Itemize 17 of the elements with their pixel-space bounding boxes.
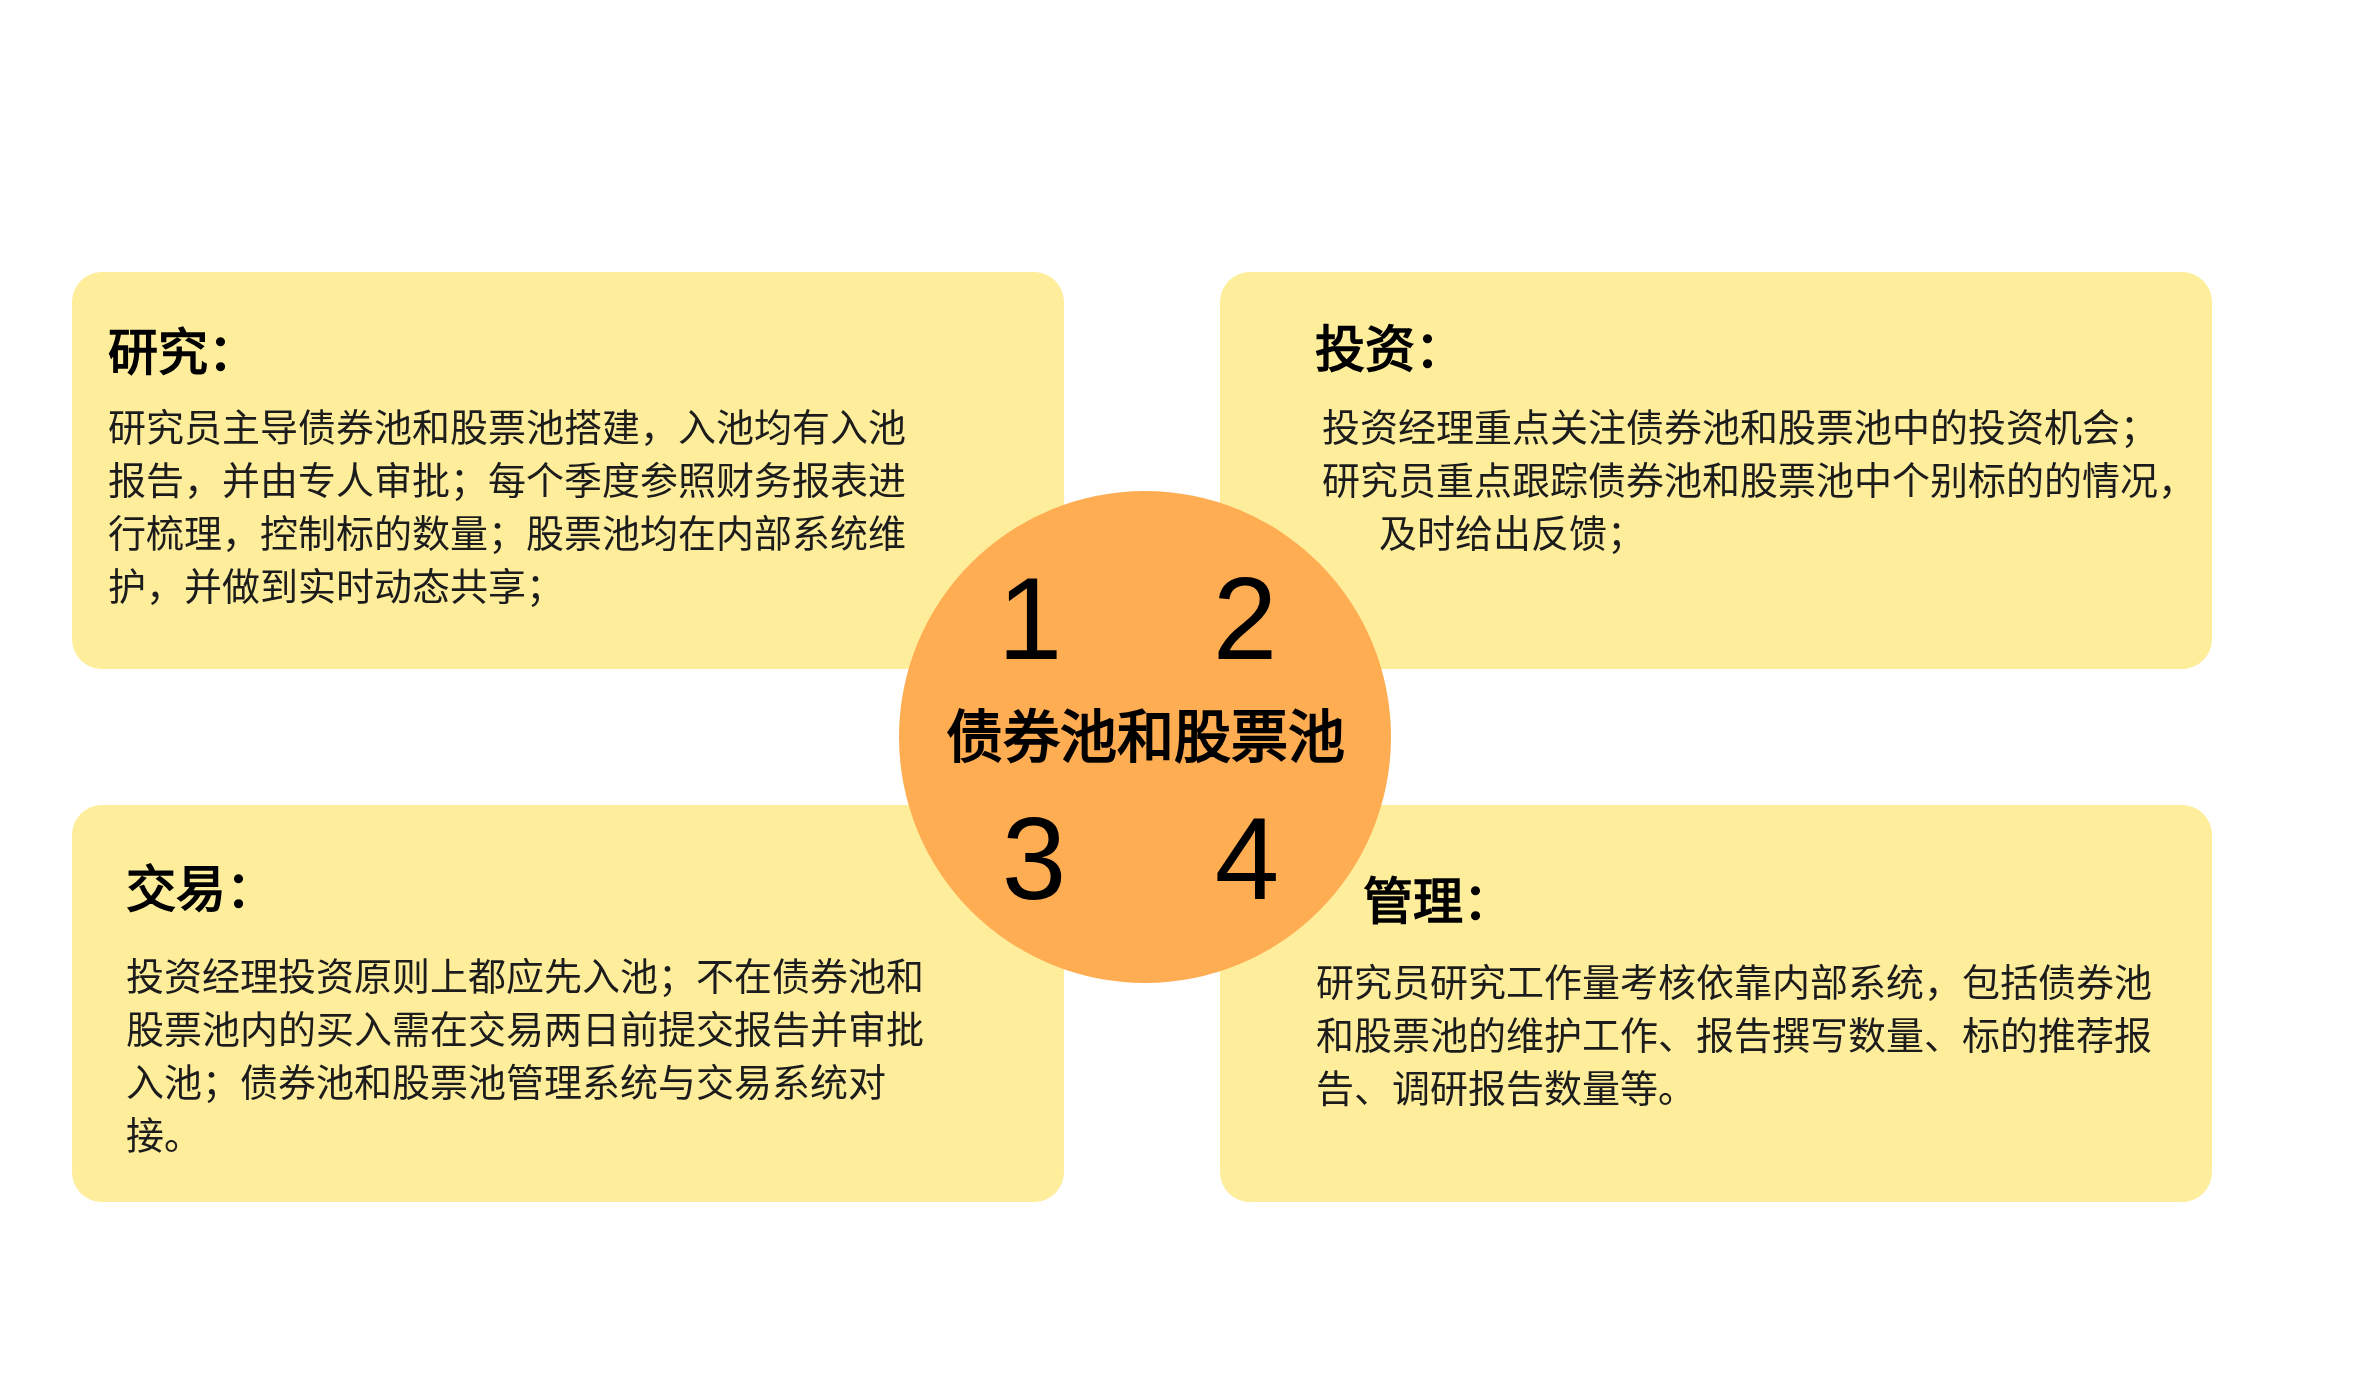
card-title: 管理： [1363, 873, 1513, 932]
step-number: 3 [1001, 801, 1067, 917]
card-title: 研究： [108, 324, 258, 383]
info-card [72, 805, 1064, 1202]
card-text: 研究员主导债券池和股票池搭建，入池均有入池报告，并由专人审批；每个季度参照财务报表进行梳理，控制标的数量；股票池均在内部系统维护，并做到实时动态共享； [108, 406, 907, 610]
card-title: 投资： [1315, 321, 1465, 380]
card-text: 研究员研究工作量考核依靠内部系统，包括债券池和股票池的维护工作、报告撰写数量、标的推荐报告、调研报告数量等。 [1316, 961, 2153, 1112]
info-card [72, 272, 1064, 669]
step-number: 2 [1212, 561, 1278, 677]
info-card [1220, 272, 2212, 669]
card-text: 投资经理重点关注债券池和股票池中的投资机会； [1322, 406, 2159, 451]
circle-title: 债券池和股票池 [945, 704, 1345, 771]
card-text: 投资经理投资原则上都应先入池；不在债券池和股票池内的买入需在交易两日前提交报告并审批入池；债券池和股票池管理系统与交易系统对接。 [126, 955, 925, 1159]
step-number: 4 [1214, 801, 1280, 917]
card-text: 研究员重点跟踪债券池和股票池中个别标的的情况，及时给出反馈； [1322, 459, 2197, 557]
card-title: 交易： [126, 861, 276, 920]
step-number: 1 [997, 561, 1063, 677]
